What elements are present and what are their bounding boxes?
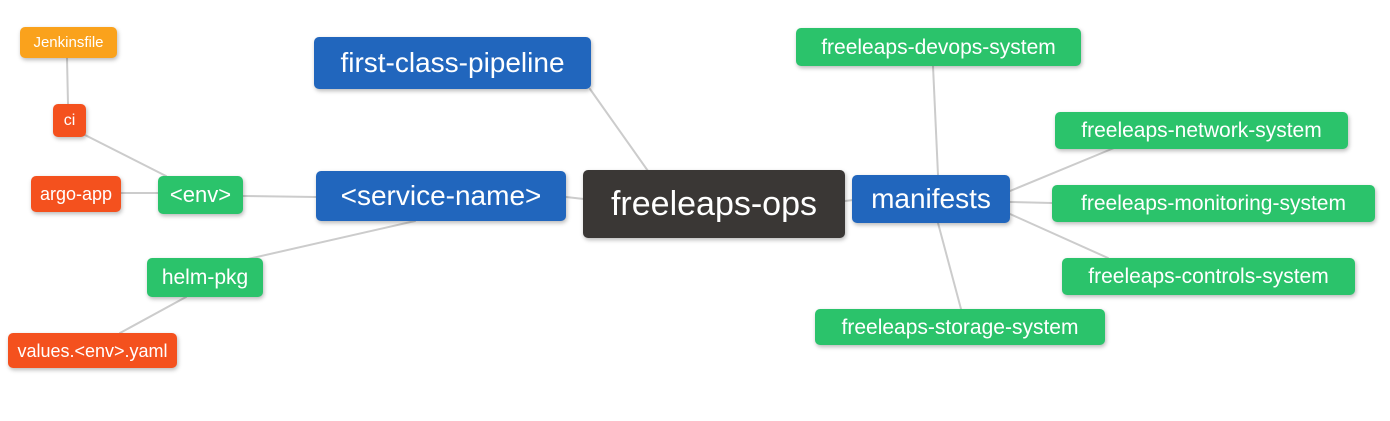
edge-helm-pkg-to-service-name — [247, 220, 416, 260]
edge-jenkinsfile-to-ci — [66, 57, 69, 105]
edge-manifests-to-devops-system — [932, 65, 939, 176]
edge-env-to-service-name — [242, 195, 317, 198]
node-service-name[interactable]: <service-name> — [316, 171, 566, 221]
node-helm-pkg[interactable]: helm-pkg — [147, 258, 263, 297]
edge-values-env-yaml-to-helm-pkg — [119, 296, 187, 334]
edge-service-name-to-freeleaps-ops — [565, 196, 585, 200]
node-devops-system[interactable]: freeleaps-devops-system — [796, 28, 1081, 66]
node-first-class-pipeline[interactable]: first-class-pipeline — [314, 37, 591, 89]
edge-manifests-to-controls-system — [1009, 213, 1109, 259]
edge-first-class-pipeline-to-freeleaps-ops — [589, 88, 649, 172]
node-values-env-yaml[interactable]: values.<env>.yaml — [8, 333, 177, 368]
node-monitoring-system[interactable]: freeleaps-monitoring-system — [1052, 185, 1375, 222]
edge-ci-to-env — [84, 134, 167, 177]
node-storage-system[interactable]: freeleaps-storage-system — [815, 309, 1105, 345]
edge-manifests-to-monitoring-system — [1009, 201, 1053, 204]
node-freeleaps-ops[interactable]: freeleaps-ops — [583, 170, 845, 238]
edge-freeleaps-ops-to-manifests — [844, 199, 854, 202]
node-ci[interactable]: ci — [53, 104, 86, 137]
edge-manifests-to-storage-system — [937, 222, 962, 310]
node-manifests[interactable]: manifests — [852, 175, 1010, 223]
node-controls-system[interactable]: freeleaps-controls-system — [1062, 258, 1355, 295]
node-env[interactable]: <env> — [158, 176, 243, 214]
node-network-system[interactable]: freeleaps-network-system — [1055, 112, 1348, 149]
node-jenkinsfile[interactable]: Jenkinsfile — [20, 27, 117, 58]
node-argo-app[interactable]: argo-app — [31, 176, 121, 212]
edge-manifests-to-network-system — [1009, 147, 1115, 192]
